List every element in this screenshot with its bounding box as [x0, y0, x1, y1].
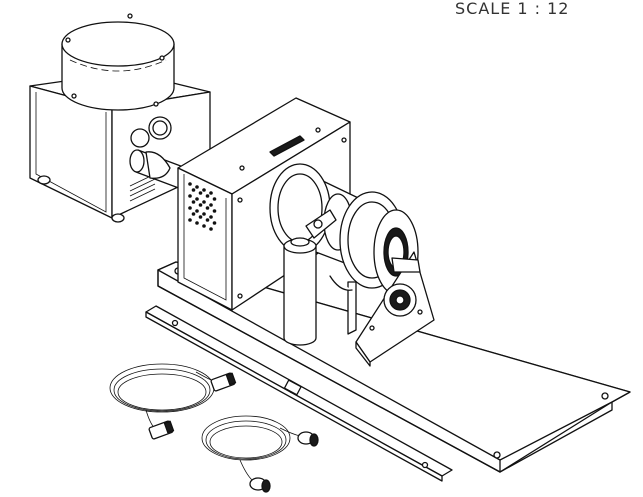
drum-canister [61, 13, 175, 111]
cable-coil-1 [109, 363, 217, 431]
vent-hole [209, 227, 213, 231]
vent-hole [198, 203, 203, 207]
vent-hole [202, 224, 206, 228]
vent-grid [188, 182, 217, 231]
vent-hole [202, 212, 206, 216]
db9-connector-2 [148, 420, 175, 440]
vent-hole [188, 194, 192, 198]
vent-hole [209, 203, 213, 207]
round-connector-1 [297, 431, 319, 447]
vent-hole [202, 200, 206, 204]
cylinder-post [283, 237, 317, 346]
vent-hole [191, 212, 196, 216]
vent-hole [212, 197, 217, 201]
vent-hole [195, 197, 199, 201]
vent-hole [195, 185, 199, 189]
vent-hole [188, 182, 192, 186]
vent-hole [212, 221, 217, 225]
round-connector-2 [249, 477, 271, 493]
vent-hole [202, 188, 206, 192]
vent-hole [195, 209, 199, 213]
vent-hole [212, 209, 217, 213]
vent-hole [205, 218, 210, 222]
rotor-assembly [269, 163, 419, 335]
vent-hole [188, 206, 192, 210]
vent-hole [188, 218, 192, 222]
cable-coil-2 [201, 415, 301, 481]
vent-hole [191, 200, 196, 204]
vent-hole [209, 215, 213, 219]
bearing-bracket [355, 251, 435, 367]
vent-hole [205, 206, 210, 210]
mounting-rail [145, 305, 453, 482]
scale-label: SCALE 1 : 12 [455, 0, 570, 18]
db9-connector-1 [210, 372, 237, 392]
base-plate [157, 261, 631, 473]
vent-hole [209, 191, 213, 195]
vent-hole [198, 191, 203, 195]
vent-hole [205, 194, 210, 198]
vent-hole [195, 221, 199, 225]
vent-hole [191, 188, 196, 192]
vent-hole [198, 215, 203, 219]
